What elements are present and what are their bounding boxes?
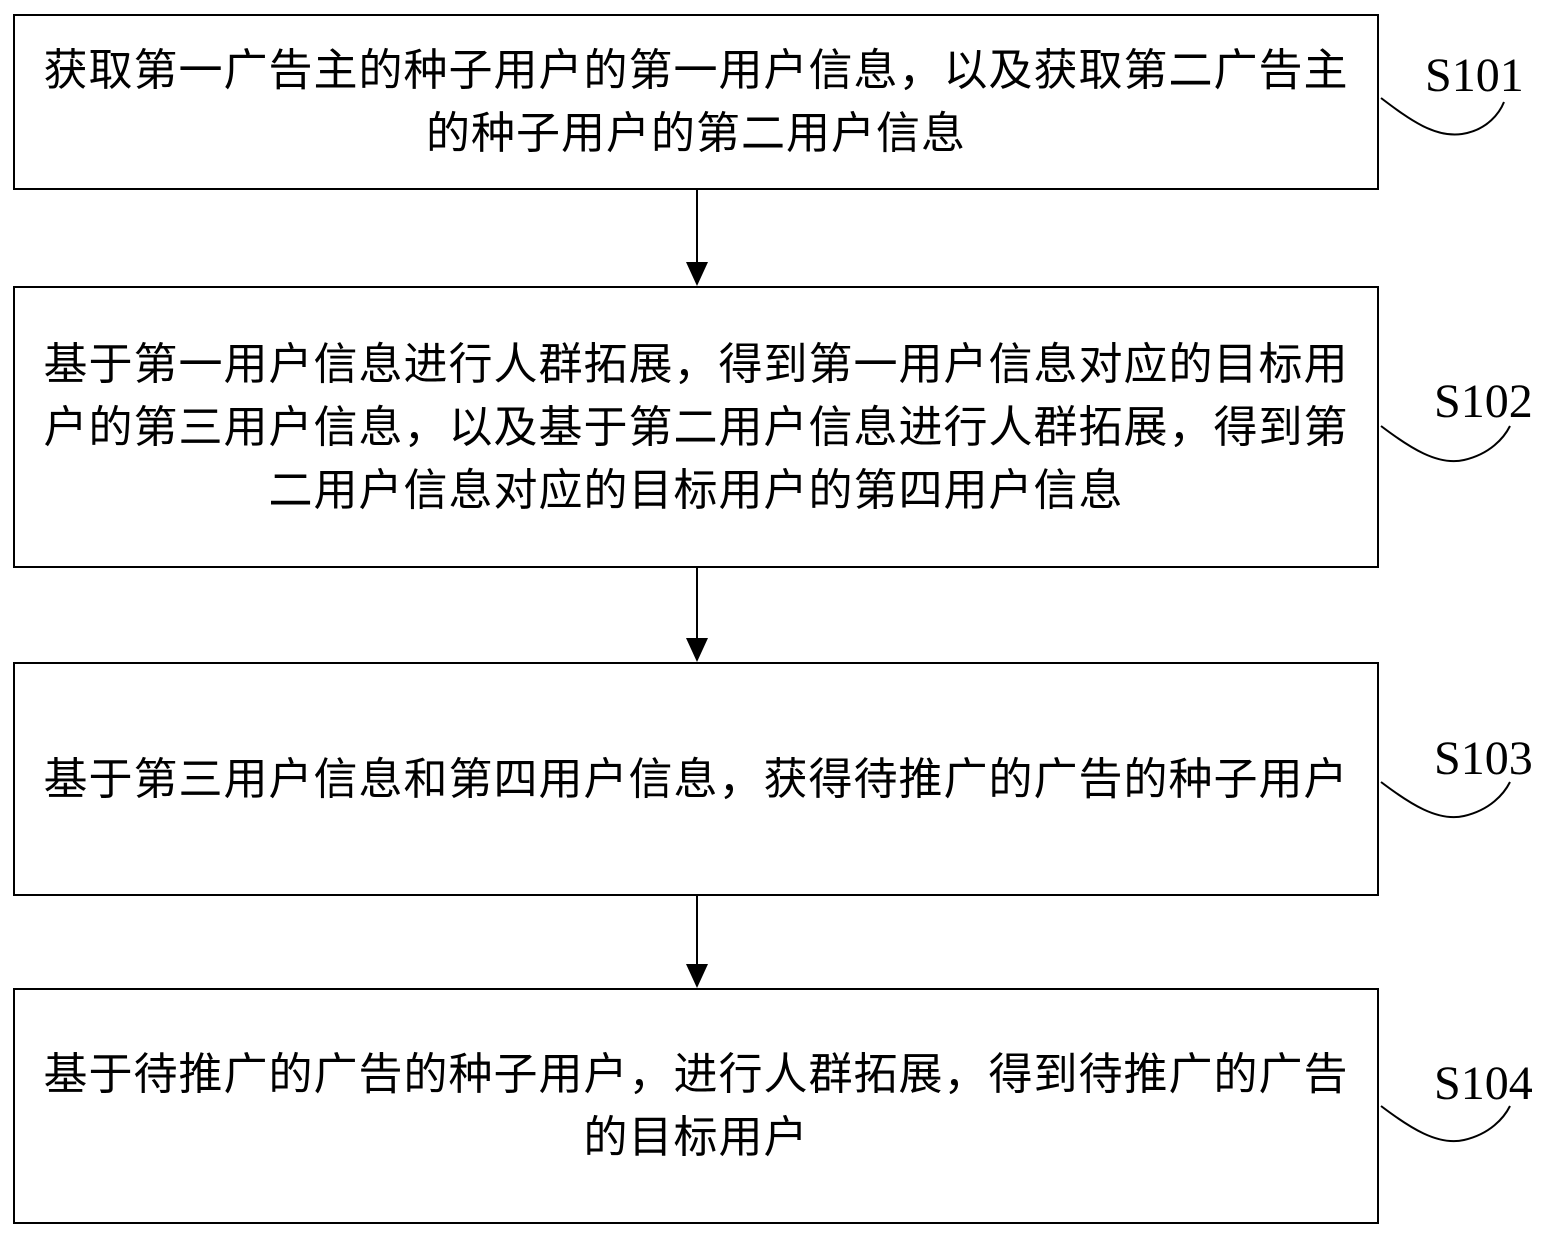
step-text-s103: 基于第三用户信息和第四用户信息，获得待推广的广告的种子用户: [43, 753, 1349, 805]
arrow-head-s102-s103: [686, 638, 708, 662]
callout-curve-s103: [1380, 781, 1511, 819]
arrow-head-s103-s104: [686, 964, 708, 988]
step-text-s102: 基于第一用户信息进行人群拓展，得到第一用户信息对应的目标用户的第三用户信息，以及…: [43, 338, 1349, 516]
step-box-s102: 基于第一用户信息进行人群拓展，得到第一用户信息对应的目标用户的第三用户信息，以及…: [13, 286, 1379, 568]
callout-curve-s104: [1380, 1105, 1511, 1143]
step-box-s101: 获取第一广告主的种子用户的第一用户信息，以及获取第二广告主的种子用户的第二用户信…: [13, 14, 1379, 190]
step-box-s104: 基于待推广的广告的种子用户，进行人群拓展，得到待推广的广告的目标用户: [13, 988, 1379, 1224]
callout-curve-s101: [1380, 97, 1505, 136]
step-label-s101: S101: [1425, 49, 1524, 102]
step-text-s104: 基于待推广的广告的种子用户，进行人群拓展，得到待推广的广告的目标用户: [43, 1049, 1349, 1163]
callout-curve-s102: [1380, 425, 1511, 463]
step-label-s103: S103: [1434, 732, 1533, 785]
step-label-s104: S104: [1434, 1057, 1533, 1110]
step-box-s103: 基于第三用户信息和第四用户信息，获得待推广的广告的种子用户: [13, 662, 1379, 896]
arrow-head-s101-s102: [686, 262, 708, 286]
step-label-s102: S102: [1434, 375, 1533, 428]
step-text-s101: 获取第一广告主的种子用户的第一用户信息，以及获取第二广告主的种子用户的第二用户信…: [43, 45, 1349, 159]
